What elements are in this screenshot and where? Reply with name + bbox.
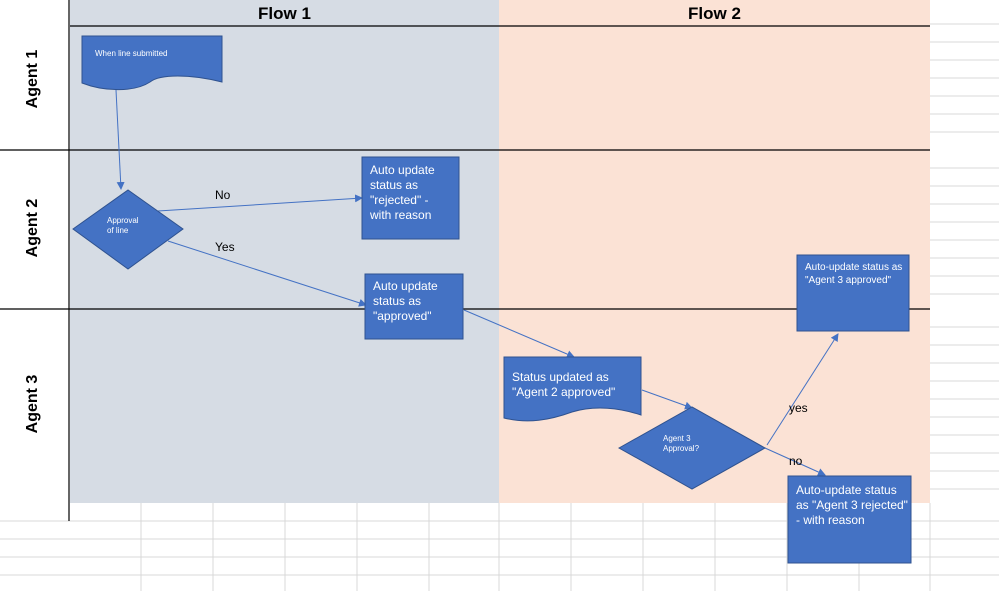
auto-agent3-approved-box bbox=[796, 254, 910, 332]
auto-agent3-rejected-box bbox=[787, 475, 912, 564]
status-agent2-approved-shape bbox=[503, 356, 642, 422]
auto-approved-label: Auto update status as "approved" bbox=[373, 279, 438, 323]
row-header-agent-1: Agent 1 bbox=[24, 49, 41, 109]
agent3-approval-label: Agent 3 Approval? bbox=[663, 434, 700, 453]
lane-borders bbox=[0, 0, 930, 521]
auto-agent3-approved-label: Auto-update status as "Agent 3 approved" bbox=[805, 262, 903, 286]
edge-label-no-lower: no bbox=[789, 454, 803, 468]
row-header-agent-2: Agent 2 bbox=[24, 198, 41, 258]
auto-approved-box bbox=[364, 273, 464, 340]
connector-approved-to-status bbox=[463, 309, 575, 358]
connectors bbox=[115, 89, 839, 476]
when-line-submitted-shape bbox=[81, 35, 223, 91]
approval-of-line-label: Approval of line bbox=[107, 216, 139, 235]
connector-agent3-to-rejected bbox=[764, 447, 826, 476]
column-header-flow-2: Flow 2 bbox=[688, 4, 741, 23]
auto-agent3-rejected-label: Auto-update status as "Agent 3 rejected"… bbox=[796, 483, 908, 527]
connector-approval-to-rejected bbox=[157, 194, 363, 212]
approval-of-line-diamond bbox=[72, 189, 184, 270]
auto-rejected-box bbox=[361, 156, 460, 240]
connector-status-to-agent3 bbox=[641, 389, 693, 410]
spreadsheet-grid bbox=[0, 23, 999, 591]
row-header-agent-3: Agent 3 bbox=[24, 374, 41, 434]
column-header-flow-1: Flow 1 bbox=[258, 4, 311, 23]
when-line-submitted-label: When line submitted bbox=[95, 49, 168, 58]
edge-label-yes-upper: Yes bbox=[215, 240, 235, 254]
status-agent2-approved-label: Status updated as "Agent 2 approved" bbox=[512, 370, 616, 399]
connector-agent3-to-approved bbox=[766, 333, 839, 446]
agent3-approval-diamond bbox=[617, 406, 767, 490]
auto-rejected-label: Auto update status as "rejected" - with … bbox=[370, 163, 435, 222]
edge-label-yes-lower: yes bbox=[789, 401, 808, 415]
edge-label-no-upper: No bbox=[215, 188, 231, 202]
connector-approval-to-approved bbox=[167, 240, 367, 307]
connector-submitted-to-approval bbox=[115, 89, 125, 190]
